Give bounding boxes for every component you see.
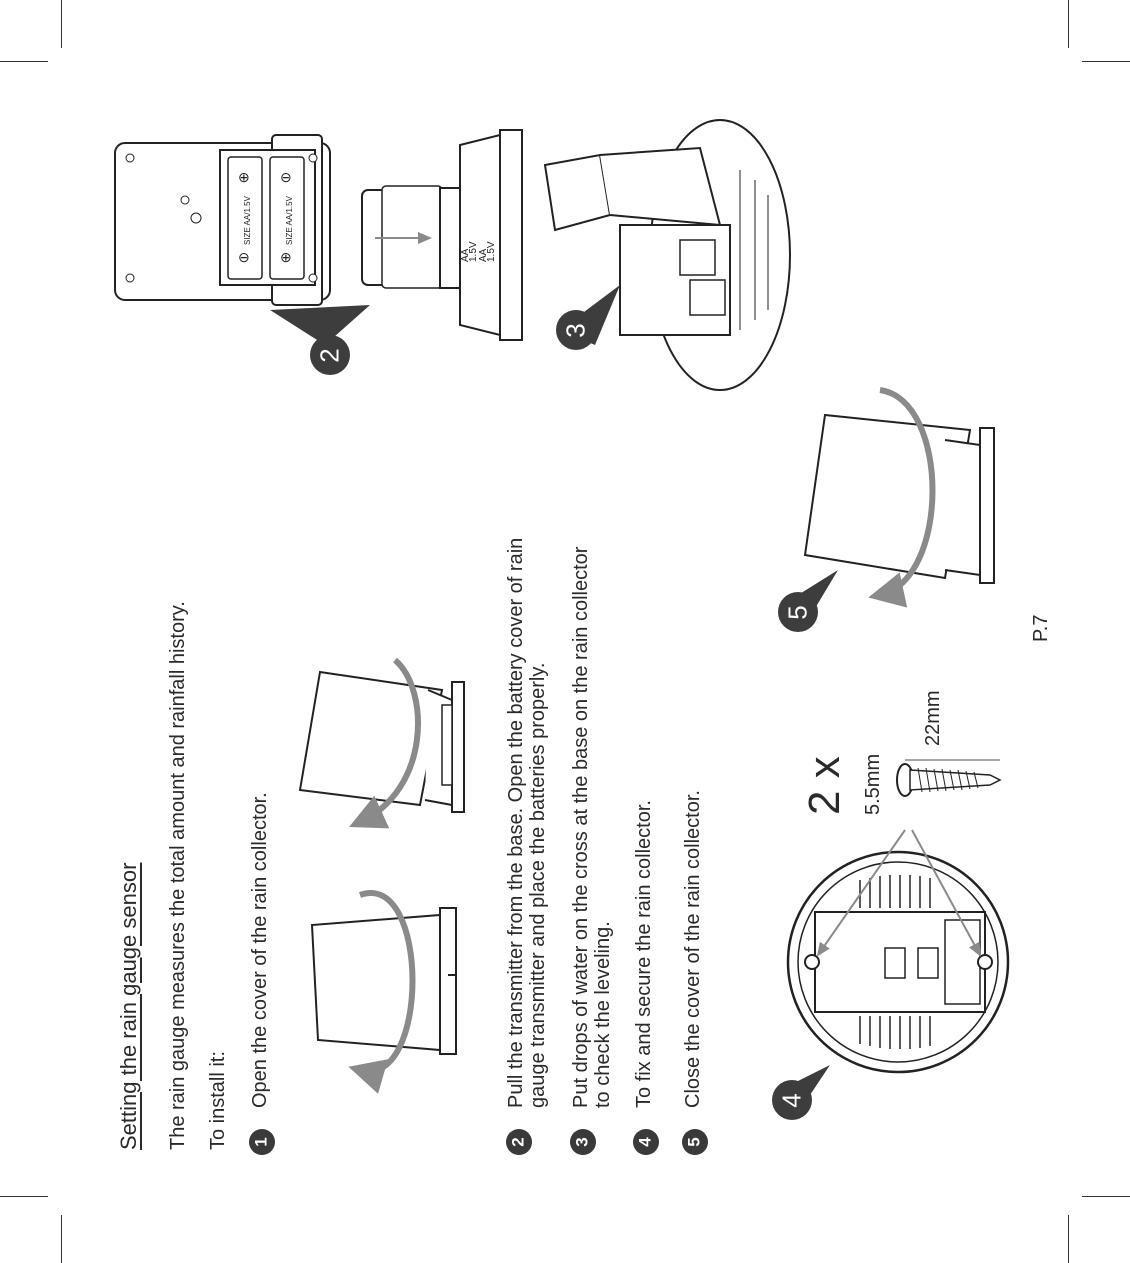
crop-mark <box>1082 1196 1130 1197</box>
screw-illustration <box>896 759 1002 797</box>
figure-badge-5: 5 <box>778 592 818 632</box>
screw-diameter: 5.5mm <box>862 753 884 815</box>
screw-length: 22mm <box>922 690 944 746</box>
step-number-2: 2 <box>506 1129 532 1155</box>
collector-closing-illustration <box>790 387 995 620</box>
battery-cell-type: AA <box>478 248 489 262</box>
step-number-3: 3 <box>570 1129 596 1155</box>
base-leveling-illustration <box>543 119 791 391</box>
transmitter-cover-illustration: AA 1.5V AA 1.5V <box>361 129 523 341</box>
svg-text:⊖: ⊖ <box>238 249 250 265</box>
svg-text:⊖: ⊖ <box>280 169 292 185</box>
svg-text:⊕: ⊕ <box>238 169 250 185</box>
collector-open-illustration <box>298 657 465 829</box>
crop-mark <box>0 61 48 62</box>
transmitter-battery-compartment-illustration: SIZE AA/1.5V SIZE AA/1.5V ⊕ ⊖ ⊖ ⊕ <box>114 134 370 345</box>
screw-quantity: 2 x <box>800 756 849 815</box>
battery-cell-type: AA <box>460 248 471 262</box>
step-number-1: 1 <box>249 1129 275 1155</box>
battery-cell-voltage: 1.5V <box>486 241 497 262</box>
svg-text:⊕: ⊕ <box>280 249 292 265</box>
base-mounting-illustration <box>780 829 1010 1110</box>
battery-size-label: SIZE AA/1.5V <box>243 195 252 245</box>
collector-closed-illustration <box>310 890 457 1094</box>
battery-cell-voltage: 1.5V <box>468 241 479 262</box>
crop-mark <box>0 1196 48 1197</box>
figure-badge-4: 4 <box>772 1080 812 1120</box>
crop-mark <box>61 0 62 48</box>
crop-mark <box>1068 1215 1069 1263</box>
figure-badge-2: 2 <box>310 335 350 375</box>
step-number-4: 4 <box>633 1129 659 1155</box>
crop-mark <box>1068 0 1069 48</box>
figure-badge-3: 3 <box>556 310 596 350</box>
step-number-5: 5 <box>682 1129 708 1155</box>
crop-mark <box>61 1215 62 1263</box>
battery-size-label: SIZE AA/1.5V <box>285 195 294 245</box>
crop-mark <box>1082 61 1130 62</box>
